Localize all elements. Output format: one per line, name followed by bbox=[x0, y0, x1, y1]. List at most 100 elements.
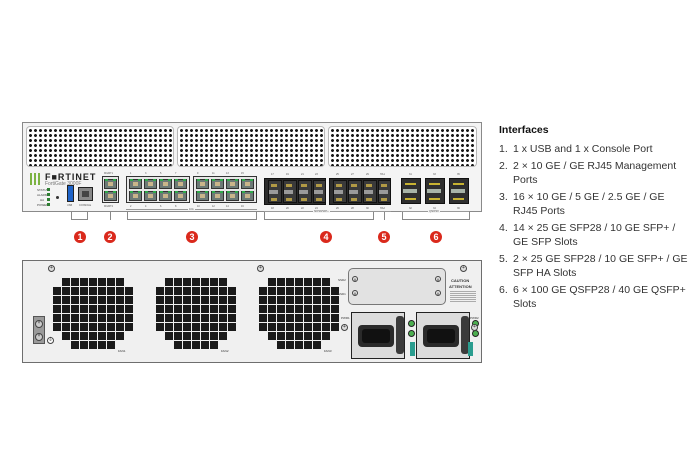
port-number: 14 bbox=[226, 205, 229, 208]
fan-hole bbox=[313, 341, 321, 349]
qsfp-slot-35-36[interactable] bbox=[449, 178, 469, 204]
psu-1-latch[interactable] bbox=[410, 342, 415, 356]
fan-hole bbox=[183, 314, 191, 322]
fan-hole bbox=[71, 332, 79, 340]
port-number: 20 bbox=[286, 207, 289, 210]
port-number: HA1 bbox=[380, 173, 385, 176]
fan-hole bbox=[80, 287, 88, 295]
link-led-icon bbox=[153, 191, 156, 193]
console-port[interactable] bbox=[78, 187, 93, 201]
sfp-slot-27-28[interactable] bbox=[348, 180, 362, 203]
rj45-port-16[interactable] bbox=[241, 191, 254, 201]
link-led-icon bbox=[250, 191, 253, 193]
fan-hole bbox=[201, 287, 209, 295]
usb-port[interactable] bbox=[67, 185, 74, 202]
link-led-icon bbox=[138, 191, 141, 193]
fan-hole bbox=[107, 305, 115, 313]
fan-hole bbox=[313, 332, 321, 340]
rj45-port-13[interactable] bbox=[226, 179, 239, 189]
link-led-icon bbox=[113, 191, 116, 193]
mgmt2-label: MGMT2 bbox=[104, 205, 114, 208]
fan-hole bbox=[71, 278, 79, 286]
sfp-slot-21-22[interactable] bbox=[298, 180, 312, 203]
mgmt2-port[interactable] bbox=[104, 191, 117, 201]
qsfp-slot-31-32[interactable] bbox=[401, 178, 421, 204]
callout-badge-6: 6 bbox=[430, 231, 442, 243]
rj45-port-10[interactable] bbox=[196, 191, 209, 201]
fan-hole bbox=[53, 332, 61, 340]
fan-hole bbox=[259, 278, 267, 286]
fan-hole bbox=[286, 341, 294, 349]
rj45-port-4[interactable] bbox=[144, 191, 157, 201]
fan-hole bbox=[156, 314, 164, 322]
led-label-status: STATUS bbox=[37, 188, 49, 192]
fan-hole bbox=[228, 332, 236, 340]
fan-hole bbox=[259, 323, 267, 331]
fan-hole bbox=[304, 305, 312, 313]
fan-hole bbox=[183, 323, 191, 331]
rj45-port-2[interactable] bbox=[129, 191, 142, 201]
link-led-icon bbox=[227, 191, 230, 193]
rj45-port-5[interactable] bbox=[159, 179, 172, 189]
power-supply-2[interactable] bbox=[416, 312, 470, 359]
fan-hole bbox=[165, 314, 173, 322]
qsfp-slot-33-34[interactable] bbox=[425, 178, 445, 204]
link-led-icon bbox=[130, 179, 133, 181]
sfp-ha-slot[interactable] bbox=[378, 180, 391, 203]
link-led-icon bbox=[227, 179, 230, 181]
sfp-slot-23-24[interactable] bbox=[313, 180, 326, 203]
fan-hole bbox=[62, 287, 70, 295]
ssd-cover-plate[interactable]: A A A A bbox=[348, 268, 446, 305]
fan-hole bbox=[201, 296, 209, 304]
fan-hole bbox=[174, 305, 182, 313]
rj45-port-7[interactable] bbox=[174, 179, 187, 189]
port-number: 28 bbox=[351, 207, 354, 210]
sfp-slot-19-20[interactable] bbox=[283, 180, 297, 203]
mgmt1-port[interactable] bbox=[104, 179, 117, 189]
sfp-slot-17-18[interactable] bbox=[268, 180, 282, 203]
power-inlet-2[interactable] bbox=[423, 325, 459, 347]
link-led-icon bbox=[145, 191, 148, 193]
fan-hole bbox=[80, 341, 88, 349]
fan-hole bbox=[125, 296, 133, 304]
fan-hole bbox=[156, 287, 164, 295]
rj45-port-9[interactable] bbox=[196, 179, 209, 189]
list-item: 5.2 × 25 GE SFP28 / 10 GE SFP+ / GE SFP … bbox=[499, 252, 689, 280]
rj45-port-14[interactable] bbox=[226, 191, 239, 201]
sfp-slot-29-30[interactable] bbox=[363, 180, 377, 203]
link-led-icon bbox=[212, 191, 215, 193]
fan-hole bbox=[268, 332, 276, 340]
fan-hole bbox=[156, 278, 164, 286]
fan-hole bbox=[286, 332, 294, 340]
fan-hole bbox=[295, 296, 303, 304]
rj45-port-3[interactable] bbox=[144, 179, 157, 189]
screw-icon: + bbox=[48, 265, 55, 272]
rj45-port-11[interactable] bbox=[211, 179, 224, 189]
rj45-port-group-2 bbox=[193, 176, 257, 203]
fan-1-grille bbox=[53, 278, 133, 349]
psu-2-handle[interactable] bbox=[461, 316, 469, 354]
psu-1-handle[interactable] bbox=[396, 316, 404, 354]
fan-hole bbox=[116, 296, 124, 304]
port-number: 23 bbox=[315, 173, 318, 176]
fan-hole bbox=[210, 332, 218, 340]
sfp-slot-25-26[interactable] bbox=[333, 180, 347, 203]
power-supply-1[interactable] bbox=[351, 312, 405, 359]
rj45-port-15[interactable] bbox=[241, 179, 254, 189]
rj45-port-12[interactable] bbox=[211, 191, 224, 201]
rj45-port-6[interactable] bbox=[159, 191, 172, 201]
fan-hole bbox=[313, 314, 321, 322]
mgmt-port-group bbox=[102, 176, 119, 203]
port-number: 27 bbox=[351, 173, 354, 176]
fan-hole bbox=[201, 305, 209, 313]
rj45-port-8[interactable] bbox=[174, 191, 187, 201]
reset-button[interactable] bbox=[56, 196, 59, 199]
link-led-icon bbox=[168, 191, 171, 193]
link-led-icon bbox=[145, 179, 148, 181]
power-inlet-1[interactable] bbox=[358, 325, 394, 347]
fan-hole bbox=[53, 278, 61, 286]
rj45-port-1[interactable] bbox=[129, 179, 142, 189]
fan-hole bbox=[125, 278, 133, 286]
screw-icon: + bbox=[471, 324, 478, 331]
psu-2-latch[interactable] bbox=[468, 342, 473, 356]
